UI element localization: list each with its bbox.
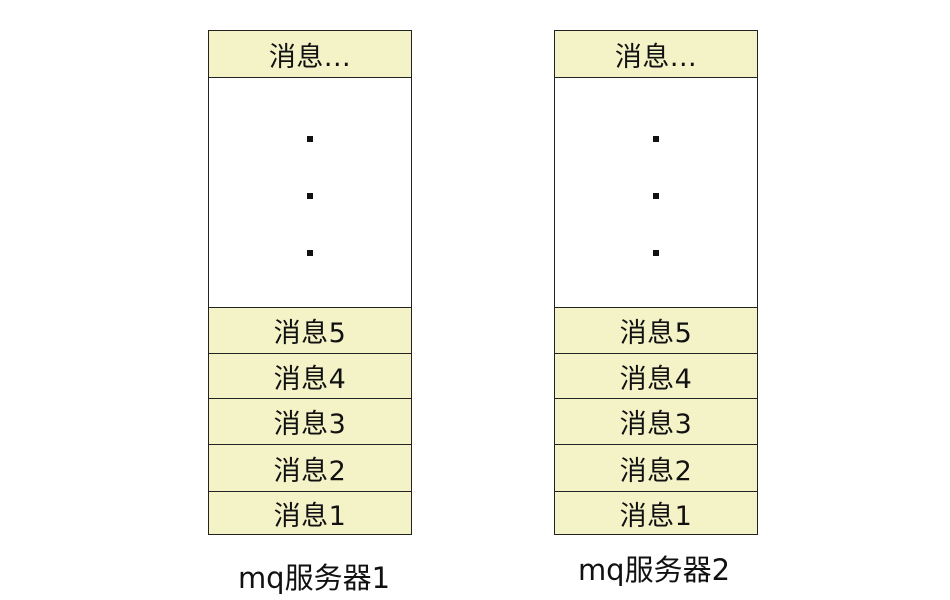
ellipsis-dot bbox=[653, 250, 659, 256]
message-overflow-cell: 消息... bbox=[209, 31, 411, 78]
mq-server-2-label: mq服务器2 bbox=[577, 553, 731, 587]
ellipsis-dot bbox=[307, 193, 313, 199]
message-cell-3: 消息3 bbox=[209, 399, 411, 445]
mq-server-1-queue: 消息... 消息5 消息4 消息3 消息2 消息1 bbox=[208, 30, 412, 535]
mq-server-2-queue: 消息... 消息5 消息4 消息3 消息2 消息1 bbox=[554, 30, 758, 535]
message-cell-3: 消息3 bbox=[555, 399, 757, 445]
message-overflow-cell: 消息... bbox=[555, 31, 757, 78]
message-cell-2: 消息2 bbox=[209, 445, 411, 492]
ellipsis-dot bbox=[653, 193, 659, 199]
message-cell-1: 消息1 bbox=[555, 492, 757, 534]
queue-ellipsis-area bbox=[209, 78, 411, 308]
message-cell-5: 消息5 bbox=[209, 308, 411, 354]
ellipsis-dot bbox=[307, 250, 313, 256]
message-cell-4: 消息4 bbox=[555, 354, 757, 399]
message-cell-5: 消息5 bbox=[555, 308, 757, 354]
queue-ellipsis-area bbox=[555, 78, 757, 308]
ellipsis-dot bbox=[307, 136, 313, 142]
ellipsis-dot bbox=[653, 136, 659, 142]
message-cell-1: 消息1 bbox=[209, 492, 411, 534]
message-cell-4: 消息4 bbox=[209, 354, 411, 399]
message-cell-2: 消息2 bbox=[555, 445, 757, 492]
mq-server-1-label: mq服务器1 bbox=[237, 561, 391, 595]
